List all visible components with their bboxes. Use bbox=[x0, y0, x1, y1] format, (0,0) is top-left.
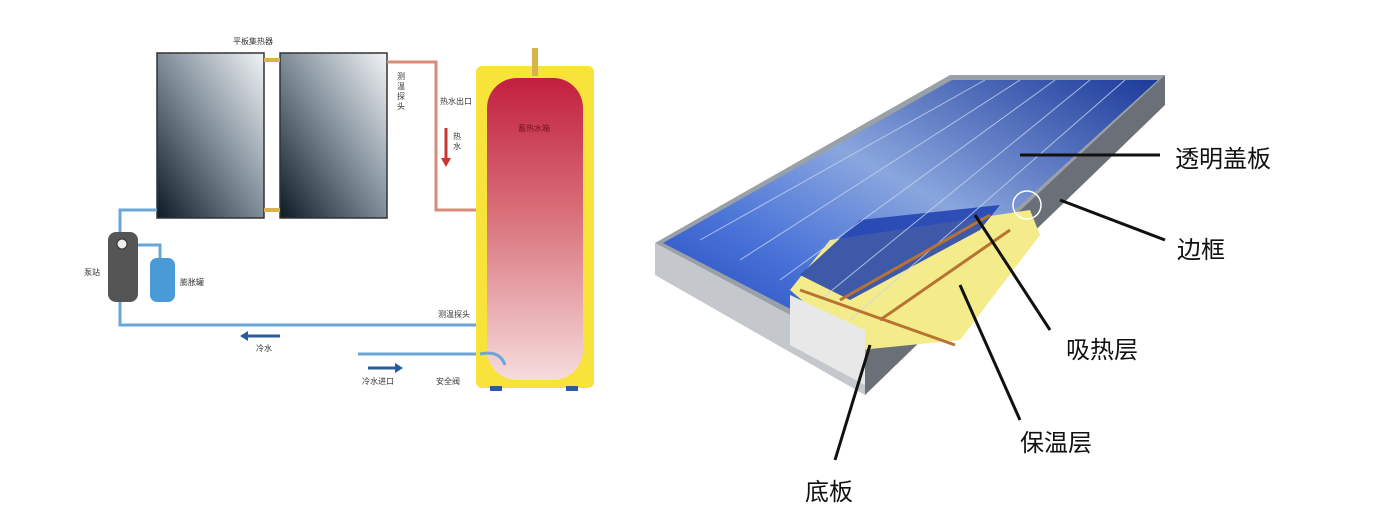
hot-pipe bbox=[387, 60, 480, 212]
sensor-top-label: 测温探头 bbox=[397, 72, 405, 111]
expansion-tank bbox=[150, 258, 175, 302]
safety-valve-label: 安全阀 bbox=[436, 377, 460, 386]
absorber-label: 吸热层 bbox=[1066, 336, 1138, 364]
cold-water-inlet-label: 冷水进口 bbox=[362, 377, 394, 386]
frame-label: 边框 bbox=[1177, 236, 1225, 264]
cold-pipes bbox=[118, 208, 480, 356]
insulation-label: 保温层 bbox=[1020, 429, 1092, 457]
solar-collector-panels bbox=[156, 52, 388, 219]
tank-label: 蓄热水箱 bbox=[518, 124, 550, 133]
hot-water-outlet-label: 热水出口 bbox=[440, 97, 472, 106]
pump-station-label: 泵站 bbox=[84, 268, 100, 277]
leader-lines bbox=[833, 153, 1166, 461]
collector-label: 平板集热器 bbox=[233, 37, 273, 46]
cover-label: 透明盖板 bbox=[1175, 145, 1271, 173]
base-label: 底板 bbox=[805, 478, 853, 506]
water-tank bbox=[476, 48, 594, 391]
sensor-bottom-label: 测温探头 bbox=[438, 310, 470, 319]
expansion-tank-label: 膨胀罐 bbox=[180, 278, 204, 287]
cold-water-label: 冷水 bbox=[256, 344, 272, 353]
hot-water-label: 热水 bbox=[453, 132, 461, 151]
pump-station bbox=[108, 232, 138, 302]
absorber-layer bbox=[800, 205, 1000, 300]
